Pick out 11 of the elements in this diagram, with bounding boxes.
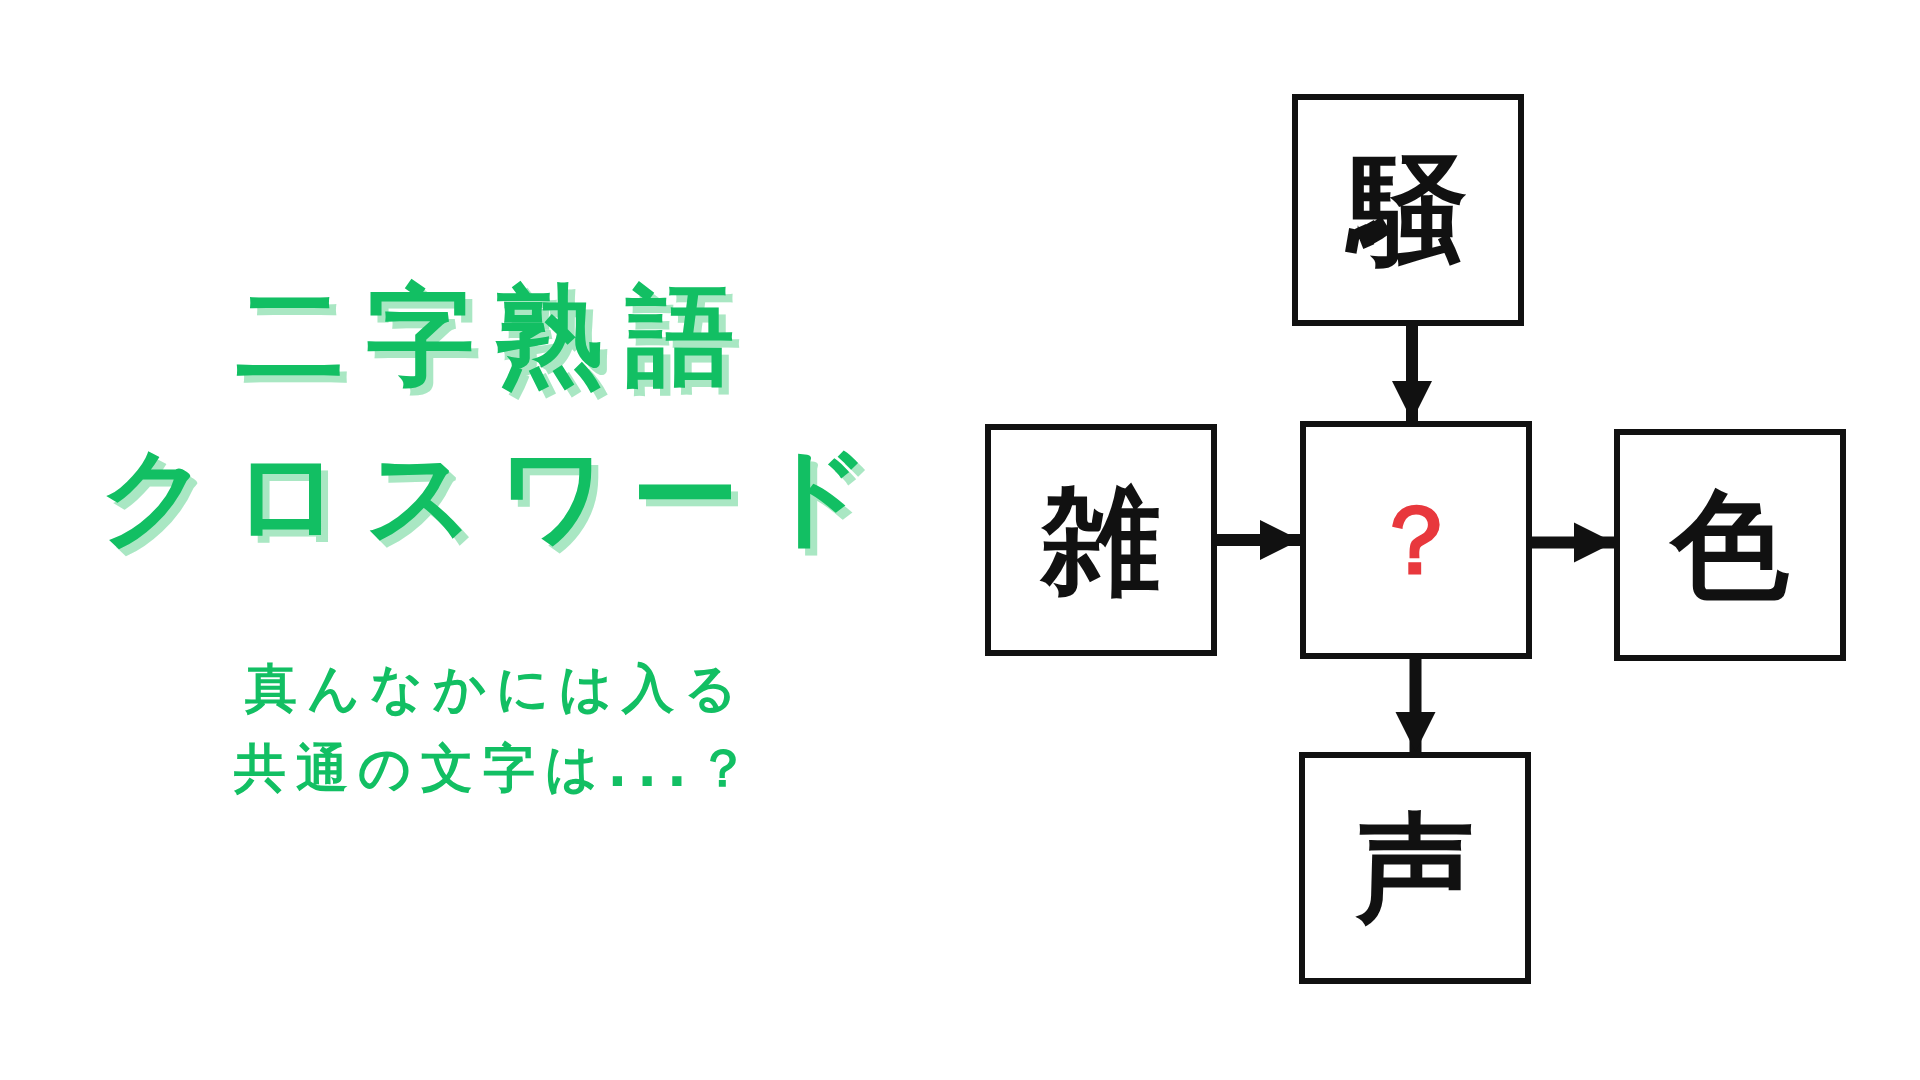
kanji-box: 騒 bbox=[1292, 94, 1524, 326]
subtitle-text: 共通の文字は...？ bbox=[233, 742, 759, 794]
answer-box: ？ bbox=[1300, 421, 1532, 659]
arrow bbox=[1395, 659, 1436, 752]
kanji-box: 声 bbox=[1299, 752, 1531, 984]
arrow bbox=[1392, 326, 1432, 421]
arrow bbox=[1532, 522, 1614, 563]
arrow bbox=[1217, 520, 1300, 560]
kanji-box: 色 bbox=[1614, 429, 1846, 661]
title-text: クロスワード bbox=[98, 442, 894, 550]
kanji-box: 雑 bbox=[985, 424, 1217, 656]
